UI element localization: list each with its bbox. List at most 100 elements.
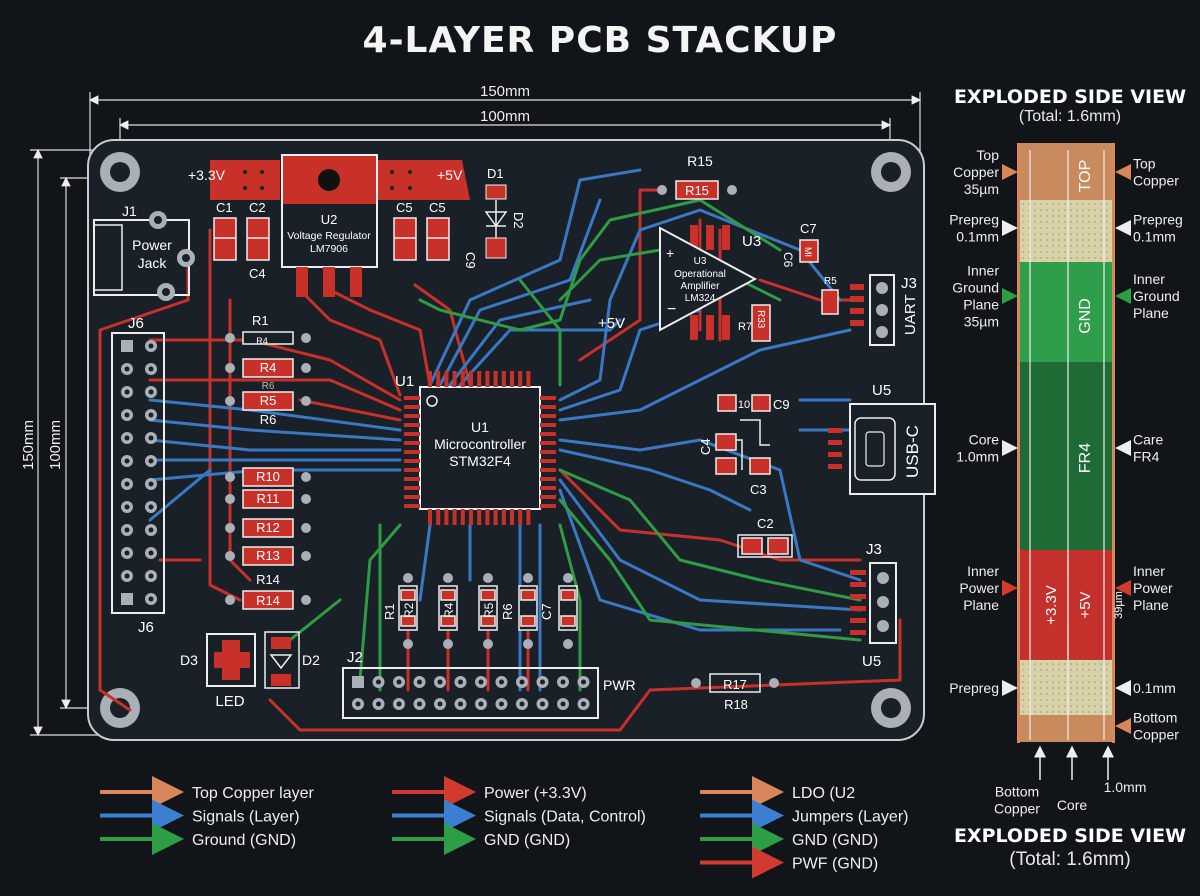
u2-text-2: LM7906 [310,243,348,255]
c9-label: C9 [463,252,478,269]
header-j3-bottom [850,562,897,644]
microcontroller-u1 [404,371,556,525]
layer-left-label: 1.0mm [956,449,999,465]
layer-right-label: Bottom [1133,710,1177,726]
resistor-r33 [751,304,771,342]
layer-left-label: Inner [967,263,999,279]
u2-text-1: Voltage Regulator [287,230,371,242]
dim-inner-width: 100mm [480,108,530,125]
layer-name: +3.3V [1043,585,1060,625]
resistor-row-bottom [398,573,578,649]
layer-right-label: Copper [1133,173,1179,189]
pwr-label: PWR [603,677,636,693]
trace-layer [98,168,902,732]
br6-label: R6 [500,603,515,620]
led-label: LED [215,693,244,710]
r1-label: R1 [252,313,269,328]
br5-label: R5 [482,602,496,618]
u3-text-3: LM324 [685,293,716,304]
stack-layer [1020,362,1112,550]
layer-right-label: Inner [1133,271,1165,287]
layer-name: +5V [1077,591,1094,618]
layer-right-label: 0.1mm [1133,229,1176,245]
u3-text-1: Operational [674,269,726,280]
legend-label: Ground (GND) [192,832,296,849]
r13-label: R13 [256,548,280,563]
u1-text-3: STM32F4 [449,453,511,469]
rail-label-3v3: +3.3V [188,167,226,183]
bottom-label: Core [1057,797,1088,813]
r15-label: R15 [687,153,713,169]
u5b-label: U5 [862,653,881,670]
c1-label: C1 [216,200,233,215]
capacitor-c7 [799,239,819,263]
c6-label: C6 [781,252,795,268]
stack-layer [1020,550,1112,660]
layer-left-label: 35µm [964,314,999,330]
capacitor-cluster [715,394,771,475]
side-view-footer-title: EXPLODED SIDE VIEW [953,825,1187,847]
dim-outer-height: 150mm [20,420,37,470]
br1-label: R1 [382,603,397,620]
c7-label: C7 [800,221,817,236]
layer-left-label: Plane [963,597,999,613]
r14-label: R14 [256,572,280,587]
bottom-label: 1.0mm [1104,779,1147,795]
r7-label: R7 [738,321,752,333]
j1-label: J1 [122,203,137,219]
uart-label: UART [902,294,919,335]
layer-right-label: 0.1mm [1133,680,1176,696]
resistor [242,467,294,487]
svg-text:−: − [667,301,676,318]
resistor [242,331,294,345]
u3-text-0: U3 [694,256,707,267]
svg-text:+: + [666,245,674,261]
br4-label: R4 [442,602,456,618]
resistor-r17 [709,673,761,693]
mounting-holes [100,152,911,728]
u3-tag: U3 [742,233,761,250]
resistor [242,546,294,566]
layer-right-label: Power [1133,580,1173,596]
r12-label: R12 [256,520,280,535]
page-title: 4-LAYER PCB STACKUP [362,20,838,61]
voltage-regulator-u2 [281,154,378,297]
layer-left-label: Copper [953,164,999,180]
c3-label: C3 [750,482,767,497]
legend-label: GND (GND) [484,832,570,849]
side-view-title: EXPLODED SIDE VIEW [953,86,1187,108]
j2-label: J2 [347,649,363,666]
layer-left-label: Inner [967,563,999,579]
u2-label: U2 [321,212,338,227]
r10-label: R10 [256,469,280,484]
resistor-bank-left [225,331,311,610]
c5a-label: C5 [396,200,413,215]
u5-label: U5 [872,382,891,399]
j1-text-1: Power [132,237,172,253]
u1-tag: U1 [395,373,414,390]
c5b-label: C5 [429,200,446,215]
layer-right-label: Prepreg [1133,212,1183,228]
c4-label: C4 [249,266,266,281]
bottom-label: Bottom [995,784,1039,800]
layer-left-label: 0.1mm [956,229,999,245]
resistor [242,489,294,509]
legend-label: LDO (U2 [792,785,855,802]
header-pin [121,593,133,605]
power-jack-j1 [93,211,195,301]
power-rails [210,160,470,200]
legend-label: GND (GND) [792,832,878,849]
r4-small: R4 [256,336,268,346]
rail-label-5v: +5V [437,167,463,183]
op-amp-u3: + − [659,225,758,340]
dim-inner-height: 100mm [47,420,64,470]
c10-label: 10 [738,399,750,411]
c9b-label: C9 [773,397,790,412]
layer-right-label: Ground [1133,288,1180,304]
br2-label: R2 [402,602,416,618]
stack-layer [1020,143,1112,200]
header-pin [352,676,364,688]
resistor-r5-top [821,289,839,315]
